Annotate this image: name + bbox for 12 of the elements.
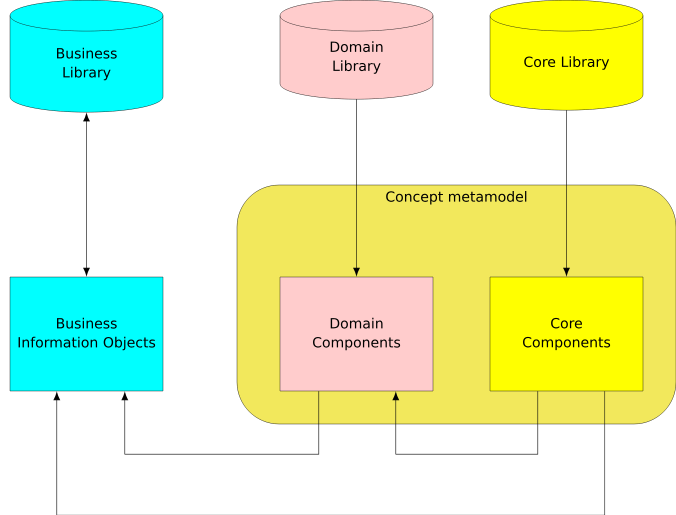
arrow <box>353 99 360 276</box>
database-cylinder: Business Library <box>10 0 164 112</box>
arrow <box>54 390 606 515</box>
component-box: Domain Components <box>280 276 434 392</box>
component-box: Core Components <box>490 276 644 392</box>
component-box: Business Information Objects <box>10 276 164 392</box>
arrow <box>83 113 90 276</box>
arrow <box>122 390 320 454</box>
arrow <box>563 110 570 276</box>
database-cylinder: Core Library <box>490 0 644 110</box>
database-cylinder: Domain Library <box>280 0 434 100</box>
arrow <box>392 390 538 454</box>
